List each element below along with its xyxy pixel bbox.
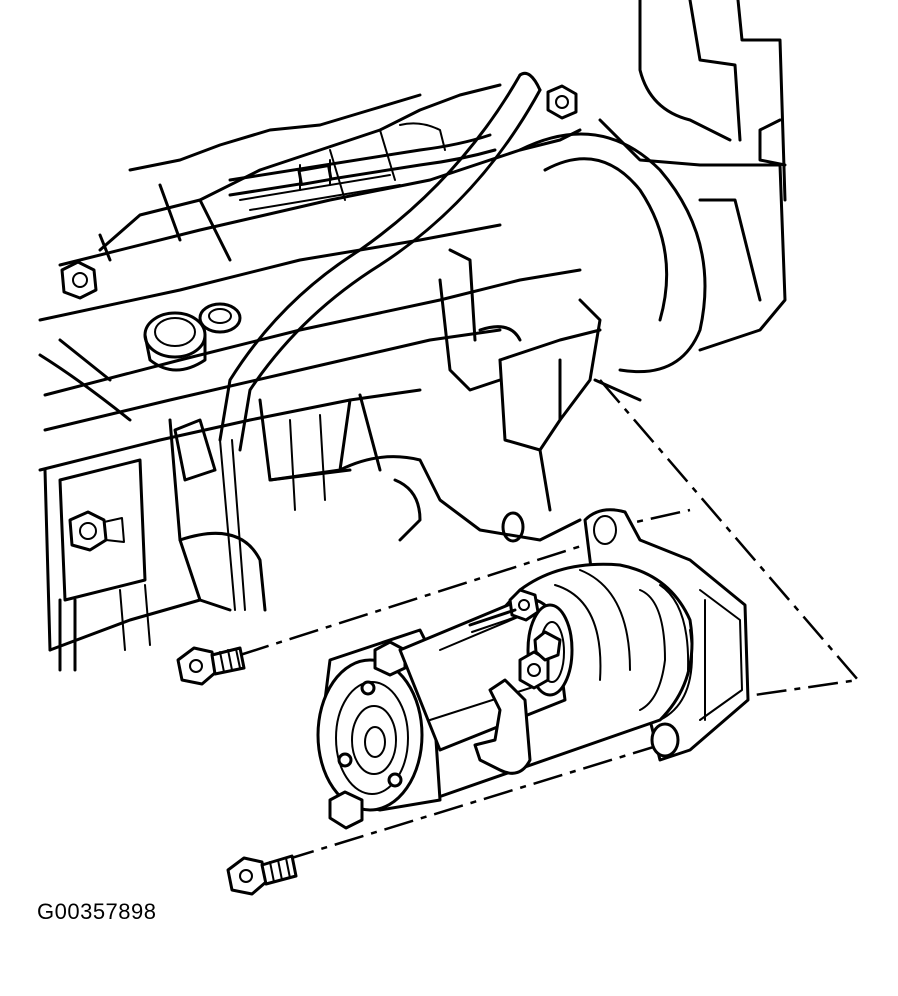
block-bolt-upper <box>60 260 98 300</box>
hose-clamp-bolt <box>546 84 578 120</box>
engine-wiring-harness <box>228 133 497 197</box>
solenoid-terminals <box>468 588 562 690</box>
engine-block <box>38 0 787 672</box>
figure-id-label: G00357898 <box>37 899 157 924</box>
sensor-plug <box>198 302 242 334</box>
battery-cable <box>218 71 542 452</box>
upper-mounting-bolt <box>176 646 246 686</box>
oil-filler-cap <box>143 311 207 372</box>
block-bolt-left <box>68 510 125 552</box>
starter-motor <box>316 508 750 830</box>
lower-mounting-bolt <box>226 854 298 896</box>
